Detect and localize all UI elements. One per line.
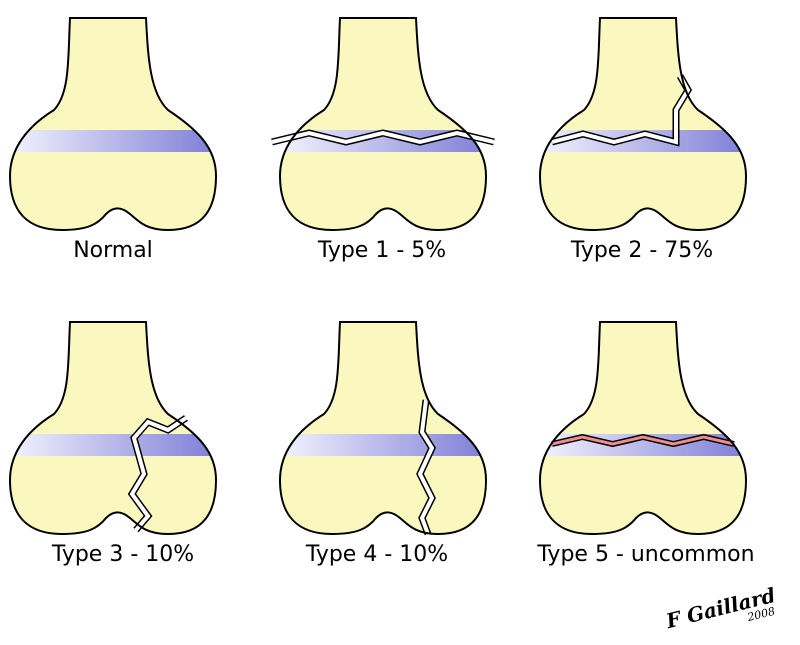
bone-type1 <box>271 17 495 232</box>
label-type1: Type 1 - 5% <box>317 238 447 263</box>
bone-outline-type1 <box>278 17 488 232</box>
bone-outline-normal <box>8 17 218 232</box>
bone-normal <box>8 17 218 232</box>
growth-plate-normal <box>10 130 216 152</box>
bone-fill-type4 <box>280 322 486 534</box>
bone-fill-normal <box>10 18 216 230</box>
growth-plate-type3 <box>10 434 216 456</box>
bone-fill-type2 <box>540 18 746 230</box>
artist-signature: F Gaillard 2008 <box>663 583 777 633</box>
bone-fill-type1 <box>280 18 486 230</box>
bone-type5 <box>538 321 748 536</box>
fracture-line-type1 <box>271 130 495 145</box>
bone-fill-type3 <box>10 322 216 534</box>
bone-type4 <box>278 321 488 536</box>
fracture-line-type4 <box>417 399 435 535</box>
bone-outline-type5 <box>538 321 748 536</box>
bone-type2 <box>538 17 748 232</box>
bone-type3 <box>8 321 218 536</box>
label-type4: Type 4 - 10% <box>305 542 449 567</box>
crush-line-type5 <box>551 435 735 446</box>
label-type2: Type 2 - 75% <box>570 238 714 263</box>
bone-outline-type2 <box>538 17 748 232</box>
label-type3: Type 3 - 10% <box>51 542 195 567</box>
growth-plate-type4 <box>280 434 486 456</box>
fracture-line-type3 <box>129 416 188 532</box>
label-normal: Normal <box>73 238 153 263</box>
bone-fill-type5 <box>540 322 746 534</box>
bone-outline-type3 <box>8 321 218 536</box>
label-type5: Type 5 - uncommon <box>537 542 755 567</box>
bone-outline-type4 <box>278 321 488 536</box>
